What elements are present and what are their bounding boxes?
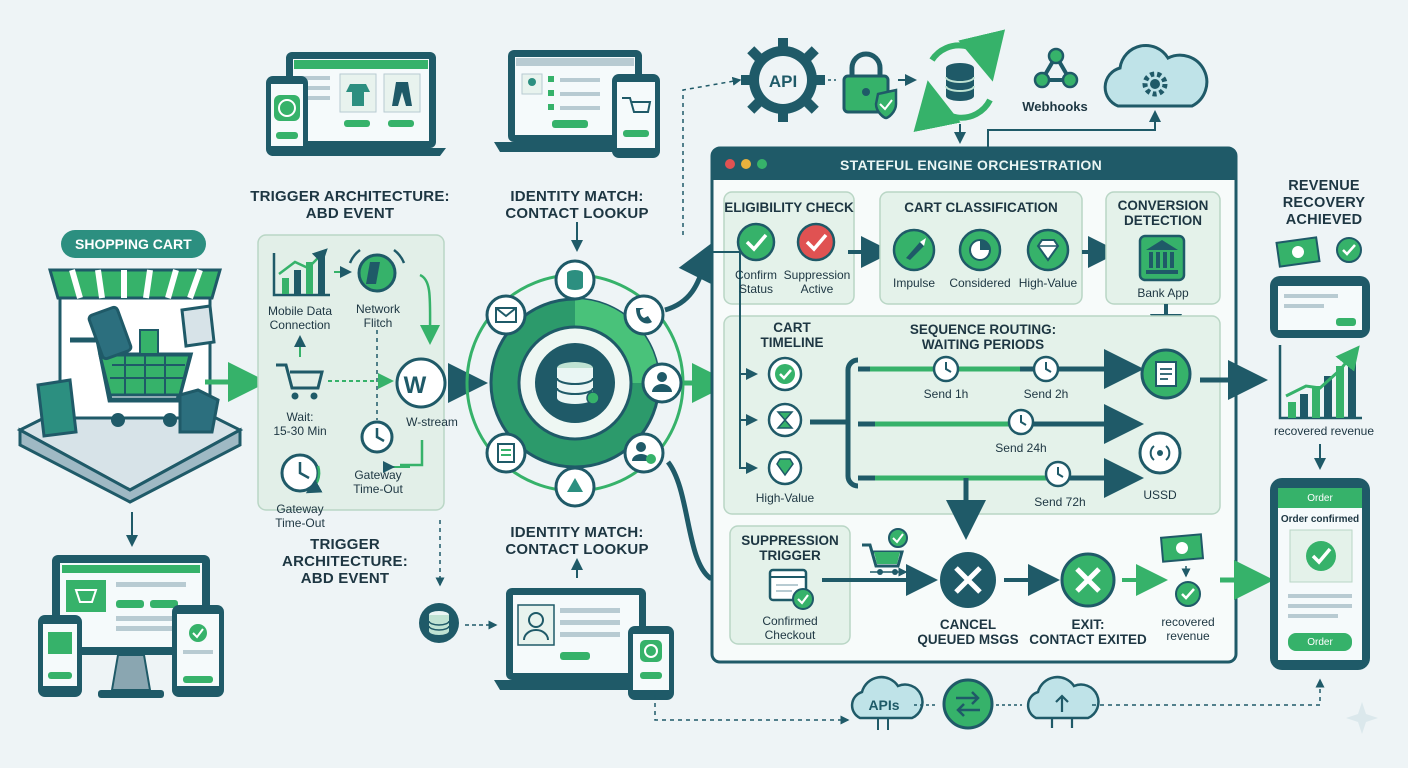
connector (664, 241, 715, 313)
timeline-hourglass-icon (767, 402, 803, 438)
identity-hub (465, 273, 685, 493)
revenue-recovery-title: REVENUE RECOVERY ACHIEVED (1282, 178, 1366, 228)
gateway-clock-icon (280, 453, 323, 494)
high-value-label: High-Value (1018, 276, 1078, 290)
exit-x-icon (1060, 552, 1116, 608)
message-doc-icon (1140, 348, 1192, 400)
send-72h-label: Send 72h (1034, 495, 1086, 509)
gateway-timeout-label-1: Gateway Time-Out (353, 468, 403, 496)
order-phone-header: Order (1307, 493, 1333, 504)
cloud-upload-icon (1026, 675, 1100, 728)
high-value-diamond-icon (1026, 228, 1070, 272)
suppression-active-icon (796, 222, 836, 262)
identity-title-bottom: IDENTITY MATCH: CONTACT LOOKUP (505, 524, 649, 558)
connector (987, 110, 1161, 150)
exit-contact-label: EXIT: CONTACT EXITED (1029, 617, 1147, 647)
connector (682, 76, 742, 235)
order-confirmed-label: Order confirmed (1280, 514, 1360, 525)
trigger-laptop-illustration (266, 52, 446, 156)
engine-title: STATEFUL ENGINE ORCHESTRATION (840, 157, 1102, 173)
apis-cloud-icon: APIs (850, 675, 924, 730)
database-icon-bottom (419, 603, 459, 643)
lock-shield-icon (842, 51, 898, 120)
classification-title: CART CLASSIFICATION (904, 200, 1058, 215)
recovered-revenue-engine-label: recovered revenue (1161, 615, 1215, 643)
devices-bottom-left (38, 555, 224, 698)
revenue-growth-chart-icon (1278, 345, 1362, 420)
confirm-status-label: Confirm Status (734, 268, 777, 296)
network-flitch-label: Network Flitch (355, 302, 400, 330)
eligibility-panel (723, 191, 855, 305)
mobile-data-chart-icon (272, 248, 330, 297)
sparkle-icon (1346, 702, 1378, 734)
identity-laptop-bottom (494, 588, 674, 700)
timeline-high-value-label: High-Value (755, 491, 815, 505)
suppression-active-label: Suppression Active (783, 268, 851, 296)
considered-label: Considered (949, 276, 1011, 290)
routing-clock-icons (932, 355, 1072, 488)
suppression-trigger-title: SUPPRESSION TRIGGER (741, 533, 839, 563)
impulse-rocket-icon (892, 228, 936, 272)
cancel-queued-label: CANCEL QUEUED MSGS (917, 617, 1019, 647)
cash-check-icon (1159, 533, 1205, 607)
svg-text:W: W (404, 372, 427, 399)
api-gear-icon: API (741, 38, 825, 122)
hub-satellite-icons (485, 259, 683, 508)
shopping-cart-illustration (16, 268, 244, 504)
network-flitch-icon (348, 248, 406, 293)
timeline-check-icon (767, 356, 803, 392)
w-stream-label: W-stream (406, 415, 458, 429)
cash-check-right-icon (1275, 236, 1362, 268)
ussd-label: USSD (1143, 488, 1177, 502)
eligibility-title: ELIGIBILITY CHECK (724, 200, 854, 215)
connector (654, 695, 850, 725)
send-1h-label: Send 1h (923, 387, 969, 401)
timeline-diamond-icon (767, 450, 803, 486)
connector (665, 460, 760, 598)
wait-label: Wait: 15-30 Min (273, 410, 327, 438)
connector (419, 273, 441, 345)
routing-title: SEQUENCE ROUTING: WAITING PERIODS (909, 322, 1057, 352)
shopping-cart-pill: SHOPPING CART (61, 230, 206, 258)
w-stream-logo: W (395, 357, 447, 409)
send-24h-label: Send 24h (995, 441, 1047, 455)
routing-tracks (810, 349, 1144, 540)
conversion-title: CONVERSION DETECTION (1117, 198, 1209, 228)
database-sync-icon (913, 29, 1005, 133)
mobile-data-label: Mobile Data Connection (267, 304, 333, 332)
cart-timeline-title: CART TIMELINE (760, 320, 824, 350)
bank-app-icon (1138, 234, 1186, 282)
webhooks-label: Webhooks (1022, 99, 1088, 114)
identity-title-top: IDENTITY MATCH: CONTACT LOOKUP (505, 188, 649, 222)
recovered-revenue-label: recovered revenue (1273, 424, 1375, 438)
impulse-label: Impulse (892, 276, 936, 290)
revenue-phone-icon (1270, 276, 1370, 338)
confirmed-checkout-label: Confirmed Checkout (762, 614, 818, 642)
trigger-title-top: TRIGGER ARCHITECTURE: ABD EVENT (250, 188, 450, 222)
gateway-timeout-label-2: Gateway Time-Out (275, 502, 325, 530)
order-button[interactable]: Order (1307, 637, 1333, 648)
confirm-status-icon (736, 222, 776, 262)
sync-icon (942, 678, 994, 730)
checkout-window-icon (768, 568, 814, 610)
considered-chart-icon (958, 228, 1002, 272)
bank-app-label: Bank App (1137, 286, 1189, 300)
connector (1092, 678, 1325, 706)
svg-text:API: API (769, 72, 797, 91)
identity-laptop-top (494, 50, 660, 158)
connector (400, 440, 424, 467)
wait-cart-icon (276, 363, 324, 400)
webhooks-icon (1033, 47, 1079, 89)
svg-text:APIs: APIs (868, 697, 899, 713)
stopwatch-icon (360, 420, 394, 454)
cancel-x-icon (940, 552, 996, 608)
cloud-gear-icon (1103, 44, 1209, 108)
send-2h-label: Send 2h (1023, 387, 1069, 401)
trigger-title-bottom: TRIGGER ARCHITECTURE: ABD EVENT (282, 536, 408, 587)
ussd-icon (1138, 431, 1182, 475)
order-phone (1270, 478, 1370, 670)
